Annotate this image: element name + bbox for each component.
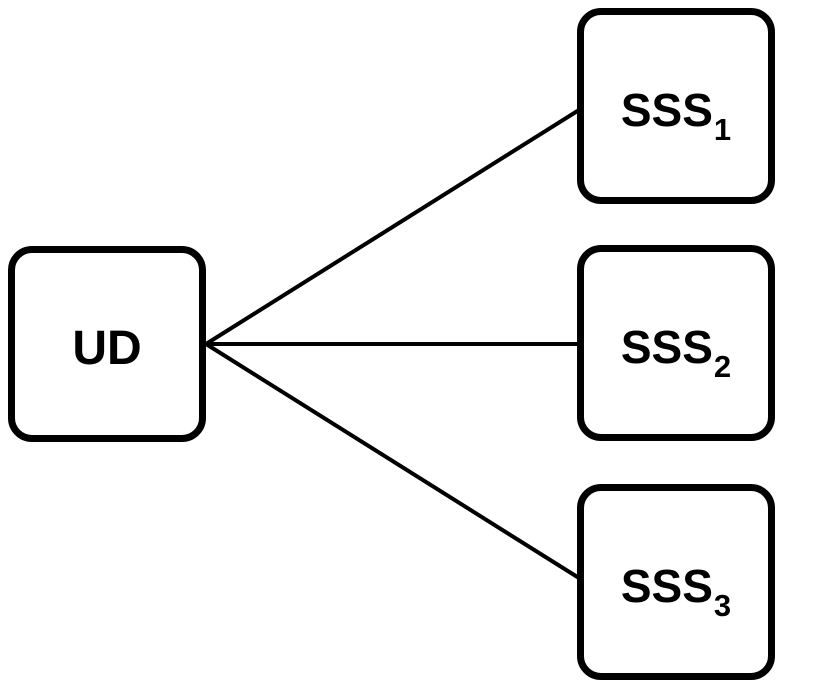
node-sss3-subscript: 3 (713, 588, 732, 623)
node-ud: UD (8, 246, 206, 442)
node-sss1-label-group: SSS 1 (620, 83, 731, 147)
node-sss2-label-group: SSS 2 (620, 320, 731, 384)
node-sss3-label: SSS (620, 560, 713, 612)
node-ud-label-group: UD (72, 321, 141, 376)
node-sss1-label: SSS (620, 84, 713, 136)
node-sss2: SSS 2 (577, 245, 775, 441)
node-sss2-label: SSS (620, 321, 713, 373)
edge-ud-sss1 (204, 108, 581, 346)
node-sss3-label-group: SSS 3 (620, 559, 731, 623)
edge-ud-sss3 (204, 342, 581, 580)
node-sss1: SSS 1 (577, 8, 775, 204)
node-sss3: SSS 3 (577, 484, 775, 680)
node-ud-label: UD (72, 321, 142, 375)
node-sss1-subscript: 1 (713, 112, 732, 147)
node-sss2-subscript: 2 (713, 349, 732, 384)
